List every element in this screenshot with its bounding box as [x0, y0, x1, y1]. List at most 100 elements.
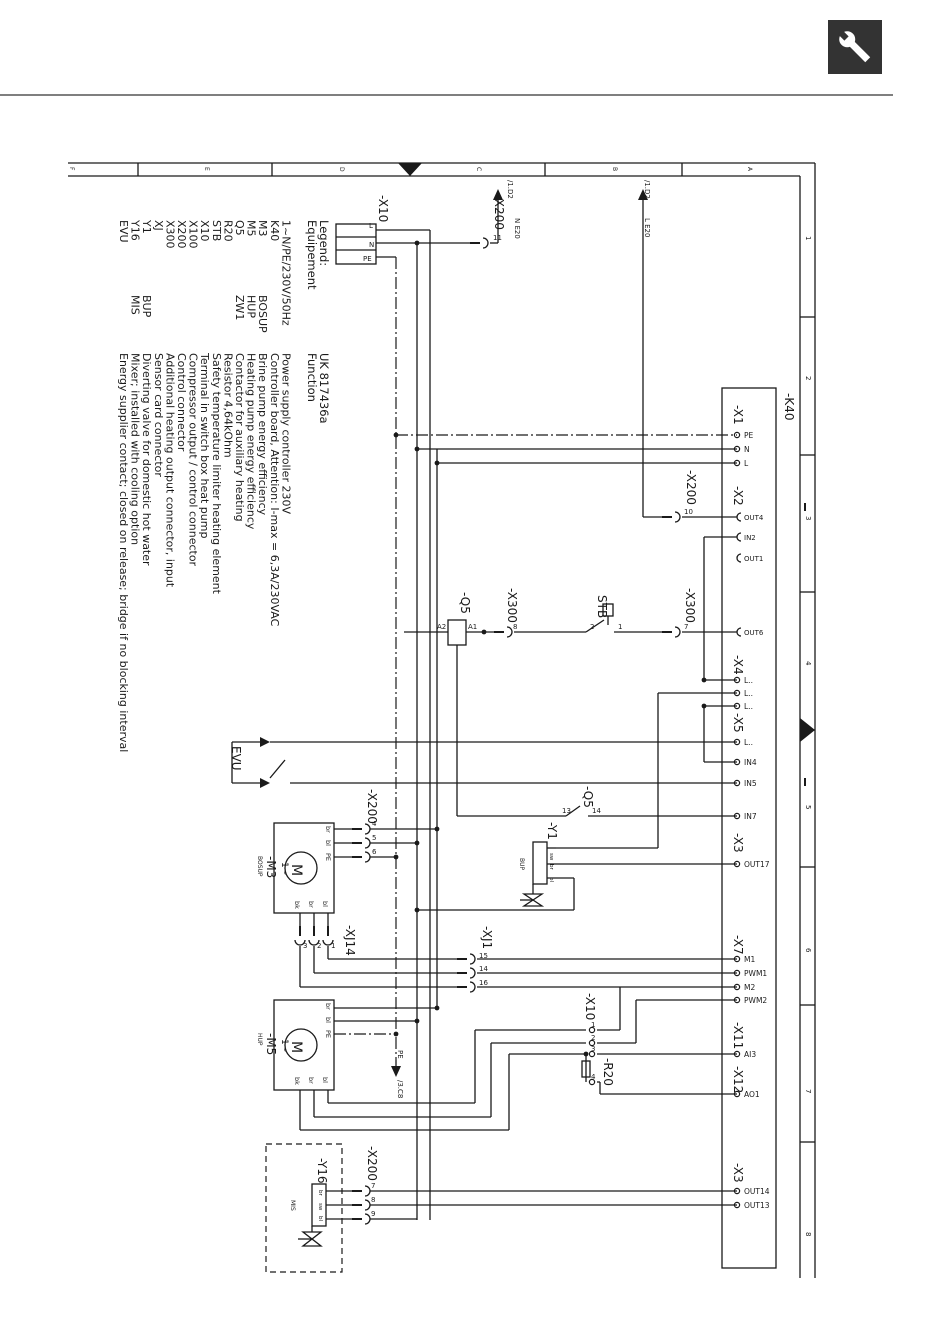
y1-abbr: BUP [518, 858, 525, 871]
y16-wire: br [317, 1190, 323, 1196]
row-label: B [611, 167, 618, 171]
plug-socket [469, 953, 476, 965]
plug-socket [482, 237, 489, 249]
m5-wire: bk [293, 1077, 301, 1085]
k40-board [721, 387, 777, 1269]
m5-label: -M5 [264, 1033, 278, 1055]
k40-pin-label: L.. [744, 738, 753, 747]
legend-abbr: MIS [129, 295, 142, 315]
legend-code: Q5 [233, 220, 246, 236]
k40-pin-label: AO1 [744, 1090, 760, 1099]
x200-y16-pin: 8 [371, 1196, 375, 1204]
wrench-icon [838, 30, 871, 63]
legend-code: 1~N/PE/230V/50Hz [279, 220, 292, 326]
plug-socket [364, 851, 371, 863]
m5-phase: 1~ [279, 1039, 289, 1052]
k40-controller: -K40 PENLL..L..L..L..IN4IN5IN7OUT17M1PWM… [721, 387, 796, 1269]
legend-abbr: HUP [245, 295, 258, 318]
k40-pin-label: OUT6 [744, 629, 764, 637]
drawing-frame [68, 162, 816, 1278]
k40-pin-label: IN2 [744, 534, 756, 542]
k40-pin-label: M2 [744, 983, 755, 992]
m3-abbr: BOSUP [256, 856, 263, 877]
k40-pin-label: AI3 [744, 1050, 756, 1059]
y16-abbr: MIS [289, 1200, 296, 1211]
column-label: 8 [804, 1232, 812, 1236]
y1-label: -Y1 [545, 822, 559, 840]
x300a-label: -X300 [505, 588, 519, 623]
terminal [588, 1026, 596, 1034]
junction-dot [414, 907, 420, 913]
k40-pin-label: OUT4 [744, 514, 764, 522]
column-label: 5 [804, 805, 812, 809]
x10-top-label: -X10 [376, 195, 390, 222]
plug-socket [506, 626, 513, 638]
k40-pin-label: OUT17 [744, 860, 770, 869]
q5-contact-pin: 13 [562, 807, 571, 815]
row-label: E [203, 167, 210, 171]
junction-dot [434, 460, 440, 466]
m3-label: -M3 [264, 856, 278, 878]
m3-wire: bl [321, 901, 329, 907]
legend-function: Resistor 4,64kOhm [221, 353, 234, 458]
x200-top-ref: /1.D2 [506, 180, 514, 199]
column-label: 4 [804, 661, 812, 666]
q5-contact-pin: 14 [592, 807, 601, 815]
plug-socket [674, 511, 681, 523]
k40-connector-name: -X11 [731, 1022, 745, 1049]
x200-top-label: -X200 [492, 195, 506, 230]
header-bar [0, 20, 893, 96]
plug-socket [674, 626, 681, 638]
row-label: C [475, 167, 482, 171]
column-label: 2 [804, 376, 812, 380]
pe-ref-label: PE [396, 1050, 404, 1059]
m3-phase: 1~ [279, 862, 289, 875]
legend-function: Power supply controller 230V [279, 353, 292, 514]
plug-socket [364, 1213, 371, 1225]
m5-motor-symbol [284, 1028, 318, 1062]
k40-pin-label: PWM2 [744, 996, 767, 1005]
m5-wire: PE [324, 1030, 332, 1038]
column-label: 1 [804, 236, 812, 240]
k40-pin-label: N [744, 445, 750, 454]
m5-wire: bl [324, 1017, 332, 1023]
q5-contact-label: -Q5 [581, 786, 595, 808]
y16-label: -Y16 [315, 1158, 329, 1184]
k40-pin-label: IN7 [744, 812, 757, 821]
legend-abbr: ZW1 [233, 295, 246, 320]
junction-dot [414, 840, 420, 846]
m3-wire: br [307, 901, 315, 908]
legend: Legend: Equipement UK 817436a Function 1… [117, 219, 331, 752]
xj1-pin: 15 [479, 952, 488, 960]
x200-y16-label: -X200 [365, 1146, 379, 1181]
k40-pin-label: M1 [744, 955, 755, 964]
terminal [588, 1078, 596, 1086]
m3-wire: bl [324, 840, 332, 846]
terminal [588, 1050, 596, 1058]
m5-wire: br [307, 1077, 315, 1084]
legend-function: Mixer; installed with cooling option [129, 353, 142, 545]
junction-dot [701, 703, 707, 709]
legend-function: Diverting valve for domestic hot water [140, 353, 153, 566]
legend-col3-header: Function [305, 353, 319, 402]
legend-function: Sensor card connector [152, 353, 165, 477]
x200-m3-label: -X200 [365, 789, 379, 824]
k40-pin-label: OUT1 [744, 555, 763, 563]
x200-m3-pin: 5 [372, 834, 376, 842]
m3-wire: PE [324, 853, 332, 861]
k40-pin-label: IN5 [744, 779, 757, 788]
plug-socket [364, 837, 371, 849]
legend-function: Additional heating output connector, inp… [163, 353, 176, 588]
xj14-pin: 1 [331, 942, 335, 950]
legend-function: Brine pump energy efficiency [256, 353, 269, 516]
x200-top-signal: N E20 [513, 218, 521, 239]
legend-code: M5 [245, 220, 258, 237]
legend-function: Controller board, Attention: I-max = 6,3… [268, 353, 281, 627]
q5-coil [447, 619, 467, 646]
k40-pin-label: L.. [744, 689, 753, 698]
legend-function: Safety temperature limiter heating eleme… [210, 353, 223, 595]
q5-label: -Q5 [458, 592, 472, 614]
k40-socket [736, 532, 742, 542]
legend-title: Legend: [317, 220, 331, 266]
